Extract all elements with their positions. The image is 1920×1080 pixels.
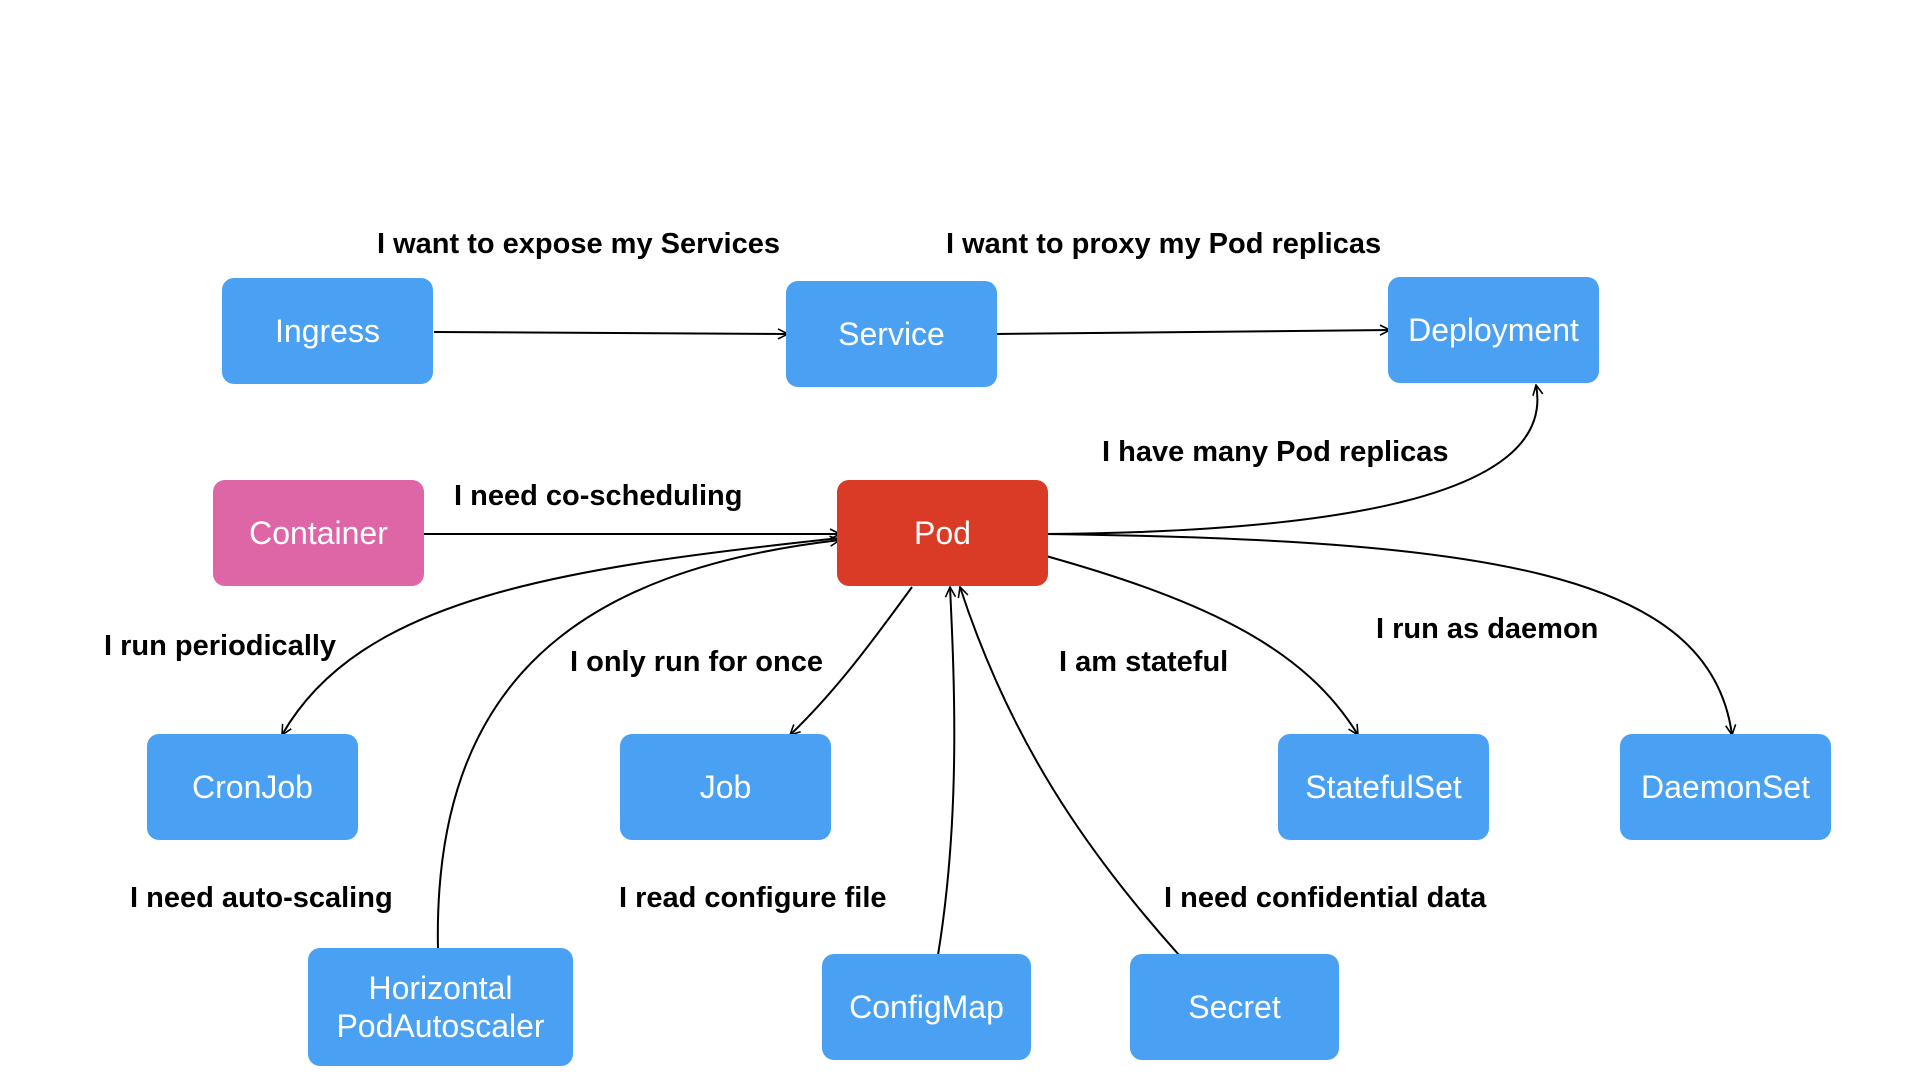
- statefulset-label: StatefulSet: [1305, 769, 1462, 805]
- service-node[interactable]: Service: [786, 281, 997, 387]
- configmap-label: ConfigMap: [849, 989, 1004, 1025]
- configmap-node[interactable]: ConfigMap: [822, 954, 1031, 1060]
- edge-configmap-to-pod: [937, 587, 954, 956]
- cronjob-node[interactable]: CronJob: [147, 734, 358, 840]
- secret-label: Secret: [1188, 989, 1281, 1025]
- label-stateful: I am stateful: [1059, 646, 1229, 678]
- label-auto-scaling: I need auto-scaling: [130, 882, 393, 914]
- edge-ingress-to-service: [433, 332, 788, 334]
- label-expose-services: I want to expose my Services: [377, 228, 780, 260]
- edge-pod-to-daemonset: [1045, 533, 1732, 735]
- edge-pod-to-statefulset: [1045, 555, 1358, 735]
- job-label: Job: [699, 769, 752, 805]
- label-daemon: I run as daemon: [1376, 613, 1599, 645]
- edge-pod-to-cronjob: [282, 537, 841, 735]
- label-many-replicas: I have many Pod replicas: [1102, 436, 1449, 468]
- statefulset-node[interactable]: StatefulSet: [1278, 734, 1489, 840]
- deployment-label: Deployment: [1408, 312, 1579, 348]
- service-label: Service: [838, 316, 945, 352]
- edge-pod-to-job: [790, 586, 913, 735]
- label-confidential-data: I need confidential data: [1164, 882, 1487, 914]
- daemonset-label: DaemonSet: [1641, 769, 1810, 805]
- pod-node[interactable]: Pod: [837, 480, 1048, 586]
- hpa-label-line2: PodAutoscaler: [336, 1008, 545, 1044]
- edge-hpa-to-pod: [436, 540, 840, 951]
- container-label: Container: [249, 515, 388, 551]
- ingress-label: Ingress: [275, 313, 380, 349]
- daemonset-node[interactable]: DaemonSet: [1620, 734, 1831, 840]
- label-run-once: I only run for once: [570, 646, 823, 678]
- job-node[interactable]: Job: [620, 734, 831, 840]
- secret-node[interactable]: Secret: [1130, 954, 1339, 1060]
- deployment-node[interactable]: Deployment: [1388, 277, 1599, 383]
- label-proxy-replicas: I want to proxy my Pod replicas: [946, 228, 1382, 260]
- edge-pod-to-deployment: [1045, 385, 1537, 535]
- container-node[interactable]: Container: [213, 480, 424, 586]
- pod-label: Pod: [914, 515, 971, 551]
- edge-service-to-deployment: [995, 330, 1390, 334]
- edge-secret-to-pod: [960, 587, 1180, 956]
- hpa-label-line1: Horizontal: [368, 970, 513, 1006]
- hpa-node[interactable]: Horizontal PodAutoscaler: [308, 948, 573, 1066]
- label-configure-file: I read configure file: [619, 882, 887, 914]
- ingress-node[interactable]: Ingress: [222, 278, 433, 384]
- label-run-periodically: I run periodically: [104, 630, 337, 662]
- cronjob-label: CronJob: [192, 769, 313, 805]
- label-co-scheduling: I need co-scheduling: [454, 480, 743, 512]
